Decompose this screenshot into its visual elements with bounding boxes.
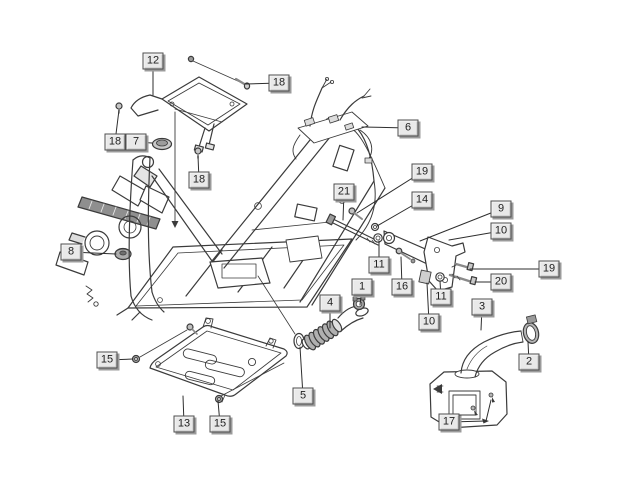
callout-label-6-5[interactable]: 6: [397, 119, 419, 137]
callout-label-18-2[interactable]: 18: [104, 133, 126, 151]
callout-label-13-23[interactable]: 13: [173, 415, 195, 433]
screw-18-fasteners: [115, 55, 251, 159]
callout-label-12-0[interactable]: 12: [142, 52, 164, 70]
callout-label-10-10[interactable]: 10: [490, 222, 512, 240]
callout-label-11-13[interactable]: 11: [430, 288, 452, 306]
callout-label-17-26[interactable]: 17: [438, 413, 460, 431]
callout-label-4-18[interactable]: 4: [319, 294, 341, 312]
intake-bellows-parts: [293, 295, 369, 351]
engine-mount-parts: [325, 207, 478, 292]
callout-label-9-9[interactable]: 9: [490, 200, 512, 218]
callout-label-20-15[interactable]: 20: [490, 273, 512, 291]
callout-label-18-4[interactable]: 18: [188, 171, 210, 189]
fastener-15-parts: [131, 323, 285, 404]
wiring-harness-part: [292, 77, 373, 164]
callout-label-3-19[interactable]: 3: [471, 298, 493, 316]
callout-label-8-21[interactable]: 8: [60, 243, 82, 261]
callout-label-19-7[interactable]: 19: [411, 163, 433, 181]
callout-label-15-22[interactable]: 15: [96, 351, 118, 369]
callout-label-21-6[interactable]: 21: [333, 183, 355, 201]
floor-panel-part: [149, 317, 288, 403]
steering-lock-parts: [55, 137, 173, 307]
callout-label-5-25[interactable]: 5: [292, 387, 314, 405]
leader-lines: [70, 60, 550, 425]
callout-label-15-24[interactable]: 15: [209, 415, 231, 433]
rear-rack-part: [130, 76, 248, 228]
leader-line-9: [419, 208, 502, 242]
callout-label-2-20[interactable]: 2: [518, 353, 540, 371]
callout-label-1-17[interactable]: 1: [351, 278, 373, 296]
callout-label-18-1[interactable]: 18: [268, 74, 290, 92]
callout-label-19-14[interactable]: 19: [538, 260, 560, 278]
leader-line-17: [448, 399, 492, 423]
airbox-hose-parts: [429, 314, 540, 429]
frame-part: [116, 117, 386, 335]
callout-label-14-8[interactable]: 14: [411, 191, 433, 209]
callout-label-16-12[interactable]: 16: [391, 278, 413, 296]
leader-line-19: [356, 171, 423, 214]
callout-label-11-11[interactable]: 11: [368, 256, 390, 274]
callout-label-10-16[interactable]: 10: [418, 313, 440, 331]
callout-label-7-3[interactable]: 7: [125, 133, 147, 151]
